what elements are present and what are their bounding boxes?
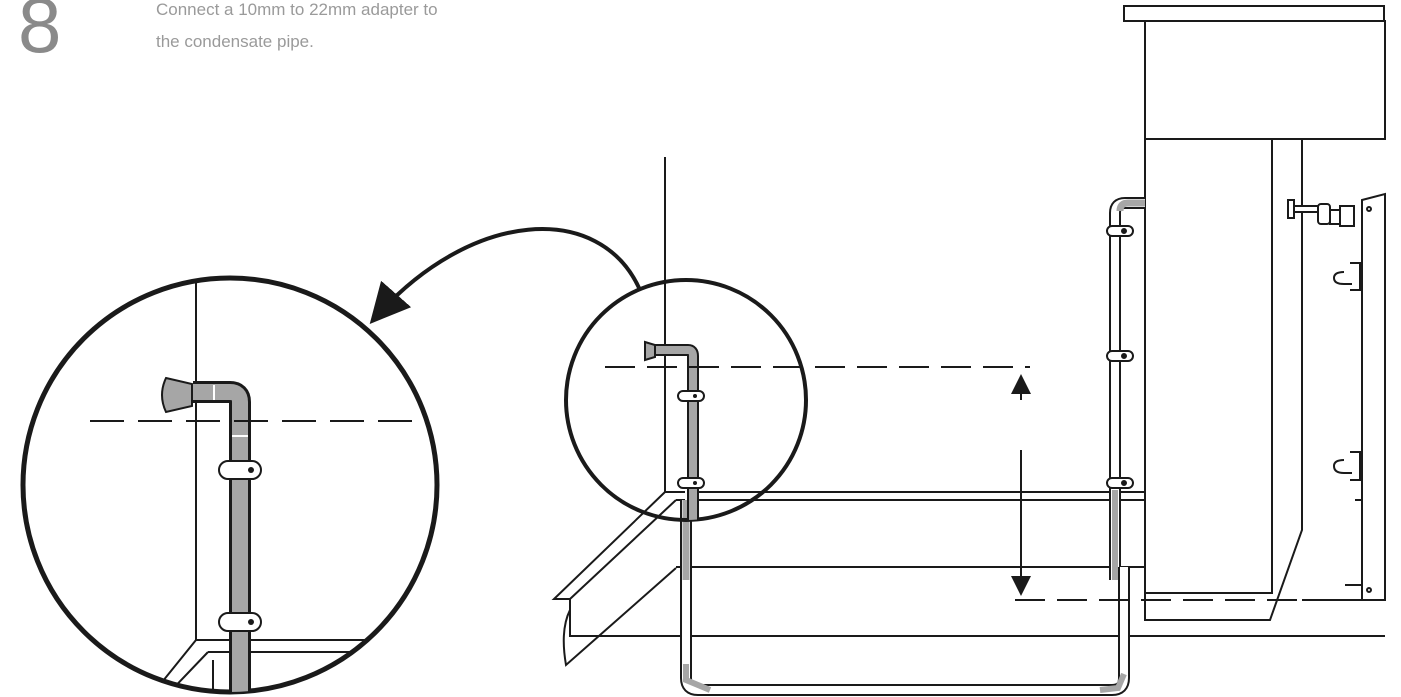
level-reference-lines bbox=[605, 366, 1385, 601]
instruction-line-1: Connect a 10mm to 22mm adapter to bbox=[156, 0, 438, 19]
zoom-arrow bbox=[369, 227, 642, 325]
condensate-pipe-boiler bbox=[1109, 197, 1145, 580]
step-instruction: Connect a 10mm to 22mm adapter to the co… bbox=[156, 0, 556, 58]
instruction-line-2: the condensate pipe. bbox=[156, 32, 314, 51]
condensate-pipe-loop bbox=[680, 500, 1130, 696]
step-number: 8 bbox=[18, 0, 62, 69]
detail-circle-zoom bbox=[20, 275, 440, 695]
detail-circle-small bbox=[564, 278, 808, 522]
pipe-clips-right bbox=[1106, 225, 1134, 489]
boiler-unit bbox=[1123, 5, 1386, 621]
boiler-fittings bbox=[1287, 199, 1361, 481]
